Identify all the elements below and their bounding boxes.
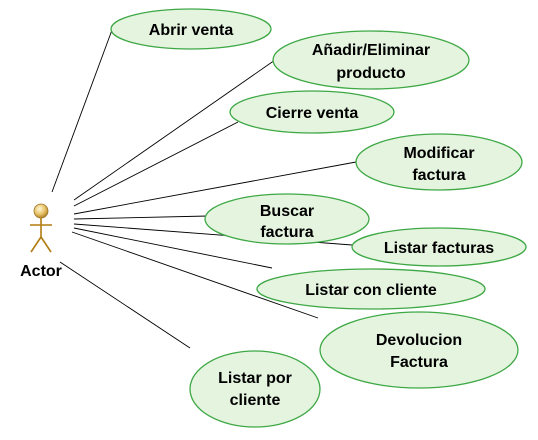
actor-left-leg [30, 236, 42, 253]
actor-label: Actor [20, 263, 62, 280]
use-case-label: Cierre venta [266, 105, 359, 122]
use-case-anadir-eliminar-producto[interactable]: Añadir/Eliminar producto [272, 30, 470, 90]
use-case-ellipse [110, 8, 272, 50]
use-case-label: Listar por [218, 370, 292, 387]
use-case-modificar-factura[interactable]: Modificar factura [355, 133, 523, 191]
use-case-ellipse [256, 268, 486, 310]
use-case-label: Modificar [403, 145, 474, 162]
use-case-ellipse [189, 350, 321, 428]
use-case-label: Buscar [260, 203, 314, 220]
use-case-listar-facturas[interactable]: Listar facturas [351, 227, 527, 267]
association-abrir-venta [51, 29, 113, 193]
use-case-ellipse [272, 30, 470, 90]
use-case-label: factura [260, 224, 313, 241]
use-case-ellipse [355, 133, 523, 191]
use-case-devolucion-factura[interactable]: Devolucion Factura [319, 311, 519, 389]
use-case-label: producto [336, 65, 406, 82]
use-case-label: Devolucion [376, 332, 462, 349]
use-case-label: Abrir venta [149, 22, 234, 39]
use-case-label: Añadir/Eliminar [312, 42, 430, 59]
associations [51, 29, 357, 349]
actor-head [33, 203, 49, 219]
association-listar-por-cliente [59, 261, 191, 349]
use-case-listar-por-cliente[interactable]: Listar por cliente [189, 350, 321, 428]
actor: Actor [20, 203, 62, 280]
association-buscar-factura [73, 215, 209, 220]
use-case-ellipse [204, 193, 370, 245]
association-modificar-factura [73, 161, 357, 215]
association-listar-con-cliente [73, 227, 273, 269]
use-case-ellipse [229, 90, 395, 134]
use-case-label: cliente [230, 392, 281, 409]
use-case-label: Listar con cliente [305, 282, 437, 299]
use-case-label: Listar facturas [384, 240, 494, 257]
use-case-abrir-venta[interactable]: Abrir venta [110, 8, 272, 50]
actor-right-leg [40, 236, 52, 253]
use-case-label: Factura [390, 354, 448, 371]
use-case-label: factura [412, 167, 465, 184]
association-cierre-venta [73, 121, 239, 207]
use-case-ellipse [351, 227, 527, 267]
association-devolucion-factura [71, 231, 319, 319]
use-case-buscar-factura[interactable]: Buscar factura [204, 193, 370, 245]
use-case-ellipse [319, 311, 519, 389]
use-case-listar-con-cliente[interactable]: Listar con cliente [256, 268, 486, 310]
association-anadir-eliminar-producto [73, 59, 276, 201]
use-case-cierre-venta[interactable]: Cierre venta [229, 90, 395, 134]
